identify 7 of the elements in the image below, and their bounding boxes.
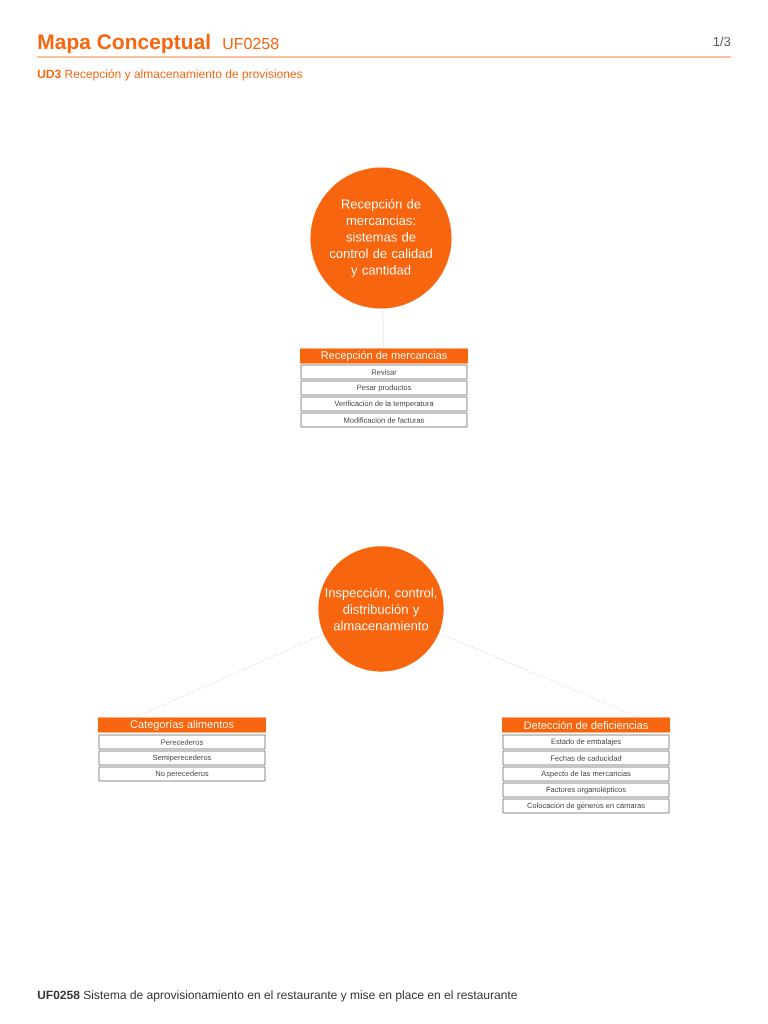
code-label: UF0258 (223, 37, 279, 50)
connector-line (438, 633, 640, 718)
subtitle: UD3 Recepción y almacenamiento de provisiones (37, 69, 303, 81)
footer-text: UF0258 Sistema de aprovisionamiento en el restaurante y mise en place en el restaurante (37, 990, 517, 1002)
connector-line (134, 634, 324, 718)
title: Mapa Conceptual (38, 33, 210, 54)
page-number: 1/3 (713, 36, 731, 47)
